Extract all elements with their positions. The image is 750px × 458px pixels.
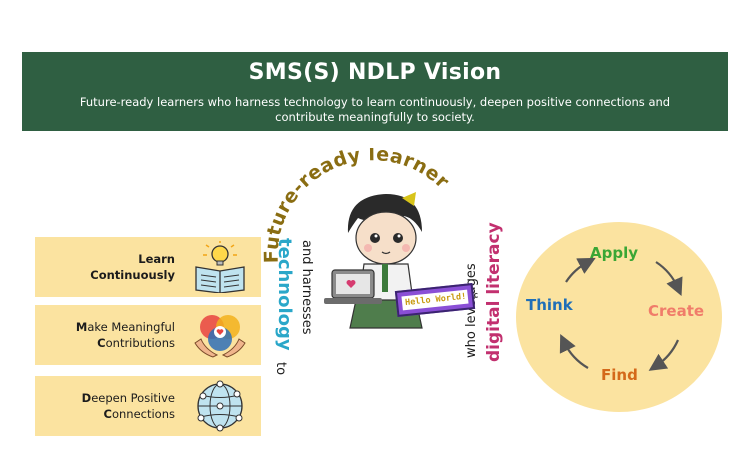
pillar-label: Deepen Positive Connections	[82, 390, 175, 422]
pillar-label: Learn Continuously	[90, 251, 175, 283]
pillar-card-learn: Learn Continuously	[35, 237, 261, 297]
cycle-think: Think	[526, 296, 573, 314]
right-big-text: digital literacy	[484, 222, 504, 362]
pillar-label: Make Meaningful Contributions	[76, 319, 175, 351]
pillar-initial: M	[75, 320, 88, 334]
cycle-arrows	[559, 257, 683, 371]
pillar-line1-rest: eepen Positive	[91, 391, 175, 405]
pillar-initial: D	[81, 391, 92, 405]
pillar-line2-rest: ontributions	[105, 336, 175, 350]
student-character-illustration	[324, 192, 423, 329]
pillar-line2-rest: onnections	[111, 407, 175, 421]
cursor-text: c	[472, 290, 479, 301]
pillar-initial: C	[103, 407, 112, 421]
lightbulb-book-icon	[195, 241, 245, 293]
left-tail-text: to	[273, 362, 288, 376]
pillar-initial: C	[97, 336, 106, 350]
pillar-card-connect: Deepen Positive Connections	[35, 376, 261, 436]
vision-banner: SMS(S) NDLP Vision Future-ready learners…	[22, 52, 728, 131]
cycle-find: Find	[601, 366, 638, 384]
banner-title: SMS(S) NDLP Vision	[248, 60, 502, 85]
banner-subtitle-line2: contribute meaningfully to society.	[275, 110, 475, 124]
banner-subtitle-line1: Future-ready learners who harness techno…	[79, 95, 671, 109]
hands-venn-heart-icon	[194, 315, 246, 358]
network-globe-icon	[197, 380, 243, 432]
hello-world-text: Hello World!	[404, 291, 467, 309]
left-small-text: and harnesses	[299, 240, 314, 335]
pillar-card-contribute: Make Meaningful Contributions	[35, 305, 261, 365]
banner-subtitle: Future-ready learners who harness techno…	[42, 95, 708, 125]
skills-cycle	[516, 222, 722, 412]
pillar-line2: Continuously	[90, 268, 175, 282]
left-big-text: technology	[274, 238, 295, 351]
cycle-create: Create	[648, 302, 705, 320]
pillar-line1-rest: ake Meaningful	[87, 320, 175, 334]
cycle-apply: Apply	[590, 244, 639, 262]
pillar-line1: Learn	[138, 252, 175, 266]
